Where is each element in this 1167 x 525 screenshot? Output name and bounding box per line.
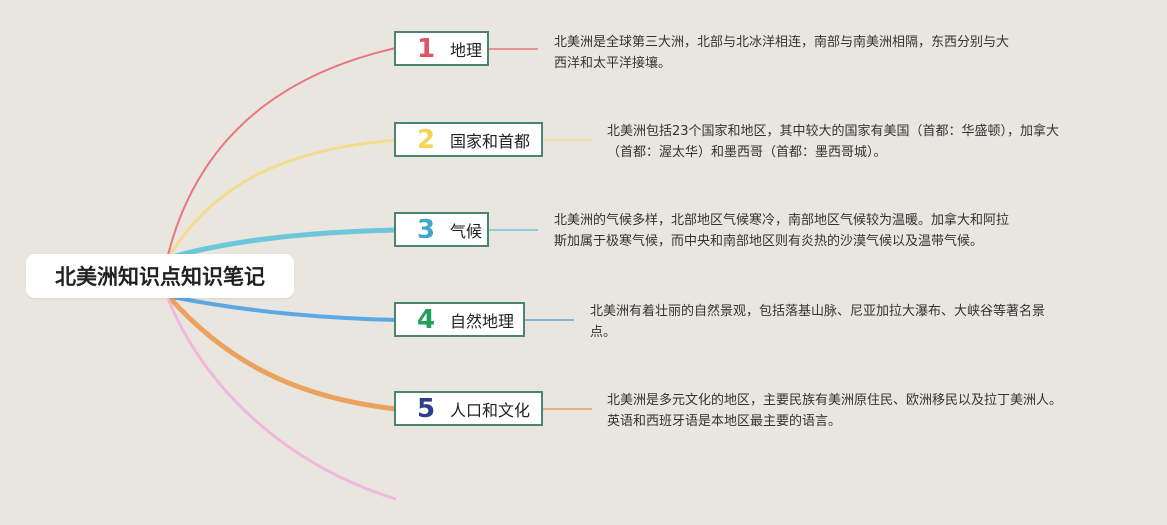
description-line: 北美洲有着壮丽的自然景观，包括落基山脉、尼亚加拉大瀑布、大峡谷等著名景 (590, 304, 1046, 319)
topic-description-countries-capitals: 北美洲包括23个国家和地区，其中较大的国家有美国（首都：华盛顿），加拿大 （首都… (607, 121, 1059, 163)
branch-connector-5 (168, 296, 397, 412)
topic-description-natural-geography: 北美洲有着壮丽的自然景观，包括落基山脉、尼亚加拉大瀑布、大峡谷等著名景 点。 (590, 301, 1045, 343)
description-line: 斯加属于极寒气候，而中央和南部地区则有炎热的沙漠气候以及温带气候。 (554, 234, 984, 249)
topic-geography[interactable]: 1 地理 (394, 31, 489, 66)
topic-label: 气候 (450, 221, 483, 241)
topic-countries-capitals[interactable]: 2 国家和首都 (394, 122, 543, 157)
topic-number-5: 5 (416, 393, 436, 424)
topic-number-2: 2 (416, 124, 436, 155)
description-line: 西洋和太平洋接壤。 (554, 56, 672, 71)
topic-description-population-culture: 北美洲是多元文化的地区，主要民族有美洲原住民、欧洲移民以及拉丁美洲人。 英语和西… (607, 390, 1062, 432)
topic-label: 自然地理 (450, 311, 515, 331)
description-line: 北美洲的气候多样，北部地区气候寒冷，南部地区气候较为温暖。加拿大和阿拉 (554, 213, 1010, 228)
branch-connector-6 (166, 298, 397, 501)
topic-description-climate: 北美洲的气候多样，北部地区气候寒冷，南部地区气候较为温暖。加拿大和阿拉 斯加属于… (554, 210, 1009, 252)
topic-natural-geography[interactable]: 4 自然地理 (394, 302, 525, 337)
description-line: （首都：渥太华）和墨西哥（首都：墨西哥城）。 (607, 145, 887, 160)
topic-climate[interactable]: 3 气候 (394, 212, 489, 247)
branch-connector-1 (167, 47, 397, 256)
topic-number-4: 4 (416, 304, 436, 335)
branch-connector-3 (171, 227, 397, 260)
root-topic[interactable]: 北美洲知识点知识笔记 (26, 254, 294, 298)
topic-label: 地理 (450, 40, 483, 60)
description-line: 点。 (590, 325, 617, 340)
topic-number-1: 1 (416, 33, 436, 64)
topic-number-3: 3 (416, 214, 436, 245)
topic-label: 人口和文化 (450, 400, 531, 420)
description-line: 英语和西班牙语是本地区最主要的语言。 (607, 414, 842, 429)
topic-label: 国家和首都 (450, 131, 531, 151)
topic-description-geography: 北美洲是全球第三大洲，北部与北冰洋相连，南部与南美洲相隔，东西分别与大 西洋和太… (554, 32, 1009, 74)
description-line: 北美洲是全球第三大洲，北部与北冰洋相连，南部与南美洲相隔，东西分别与大 (554, 35, 1010, 50)
description-line: 北美洲包括23个国家和地区，其中较大的国家有美国（首都：华盛顿），加拿大 (607, 124, 1060, 139)
topic-population-culture[interactable]: 5 人口和文化 (394, 391, 543, 426)
branch-connector-2 (168, 138, 397, 256)
branch-connector-4 (171, 295, 397, 322)
description-line: 北美洲是多元文化的地区，主要民族有美洲原住民、欧洲移民以及拉丁美洲人。 (607, 393, 1063, 408)
